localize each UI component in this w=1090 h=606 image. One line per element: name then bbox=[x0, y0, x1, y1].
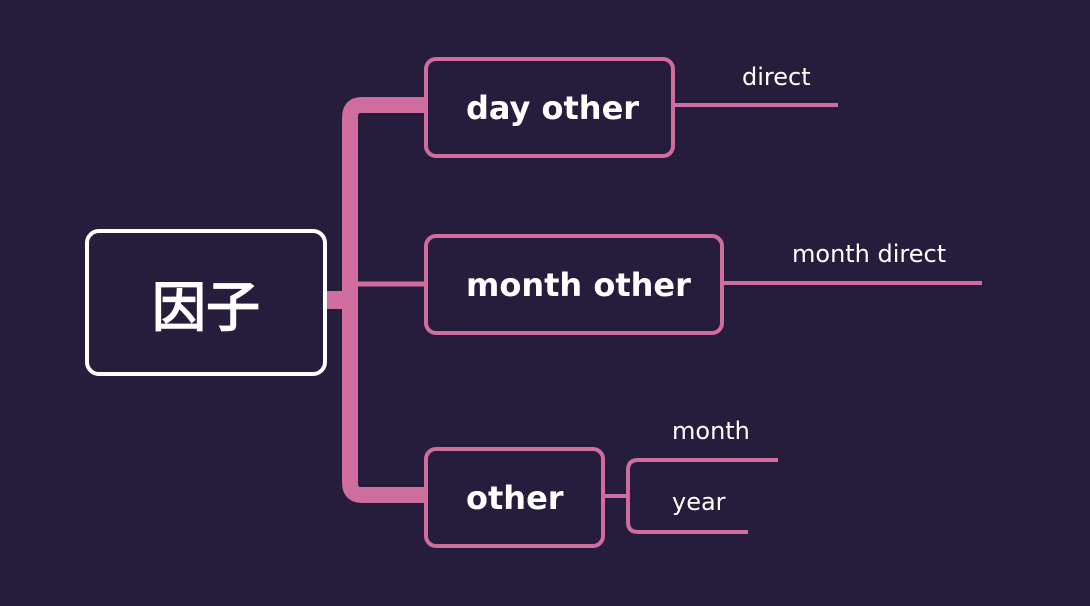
root-node[interactable]: 因子 bbox=[85, 229, 327, 376]
main-bracket bbox=[342, 97, 424, 503]
leaf-node-year[interactable]: year bbox=[672, 488, 726, 516]
branch-node-day-other[interactable]: day other bbox=[424, 57, 675, 158]
branch-node-month-other[interactable]: month other bbox=[424, 234, 724, 335]
branch-label: day other bbox=[466, 88, 640, 127]
leaf-node-month[interactable]: month bbox=[672, 417, 750, 445]
branch-node-other[interactable]: other bbox=[424, 447, 605, 548]
leaf-node-month-direct[interactable]: month direct bbox=[792, 240, 947, 268]
other-sub-bracket bbox=[626, 458, 778, 534]
branch-label: month other bbox=[466, 265, 691, 304]
leaf-node-direct[interactable]: direct bbox=[742, 63, 811, 91]
root-label: 因子 bbox=[152, 276, 260, 339]
branch-label: other bbox=[466, 478, 564, 517]
